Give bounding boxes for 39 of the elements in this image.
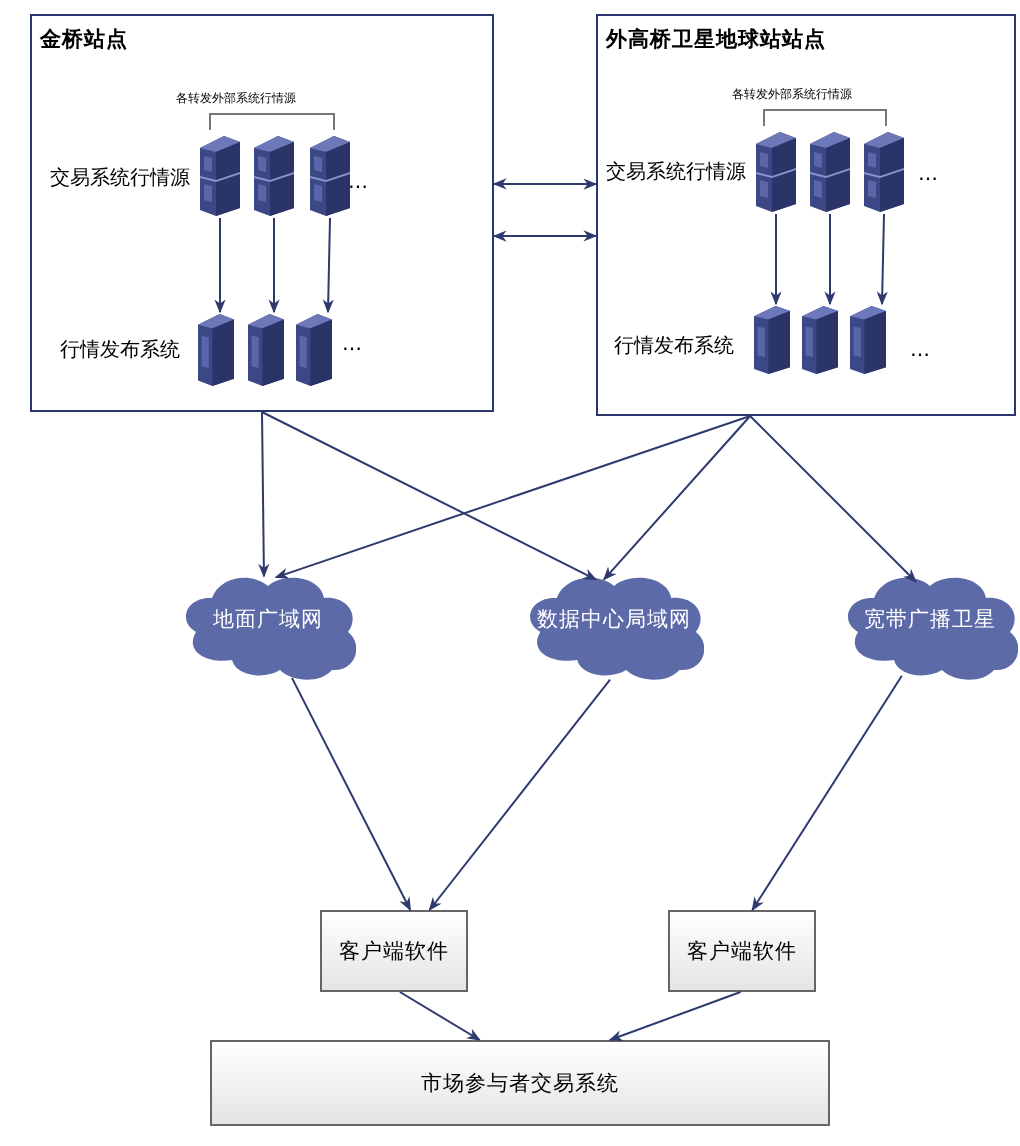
arrow xyxy=(428,678,612,912)
process-box xyxy=(668,910,816,992)
arrow xyxy=(214,217,226,314)
row-label: 行情发布系统 xyxy=(614,333,734,360)
node-label: 客户端软件 xyxy=(687,937,797,965)
arrow xyxy=(492,230,598,242)
arrow xyxy=(322,217,334,314)
ellipsis-text: … xyxy=(918,164,938,186)
arrow xyxy=(290,676,412,912)
node-label: 地面广域网 xyxy=(211,606,325,634)
process-box xyxy=(320,910,468,992)
arrow xyxy=(261,411,598,581)
row-label: 交易系统行情源 xyxy=(50,165,190,192)
node-label: 客户端软件 xyxy=(339,937,449,965)
arrow xyxy=(492,178,598,190)
site-panel xyxy=(30,14,494,412)
arrow xyxy=(602,415,752,581)
arrow xyxy=(258,411,270,578)
arrow xyxy=(398,991,481,1041)
arrow xyxy=(770,213,782,306)
arrow xyxy=(608,991,742,1041)
node-label: 数据中心局域网 xyxy=(535,606,693,634)
arrow xyxy=(274,415,752,579)
arrow xyxy=(268,217,280,314)
site-title: 金桥站点 xyxy=(40,26,128,54)
process-box xyxy=(210,1040,830,1126)
arrow xyxy=(876,213,888,306)
ellipsis-text: … xyxy=(348,172,368,194)
row-label: 交易系统行情源 xyxy=(606,159,746,186)
site-title: 外高桥卫星地球站站点 xyxy=(606,26,826,54)
arrow xyxy=(751,674,903,912)
node-label: 宽带广播卫星 xyxy=(862,606,998,634)
row-label: 行情发布系统 xyxy=(60,337,180,364)
node-label: 市场参与者交易系统 xyxy=(421,1069,619,1097)
ellipsis-text: … xyxy=(342,334,362,356)
site-panel xyxy=(596,14,1016,416)
arrow xyxy=(824,213,836,306)
ellipsis-text: … xyxy=(910,340,930,362)
arrow xyxy=(749,415,917,583)
